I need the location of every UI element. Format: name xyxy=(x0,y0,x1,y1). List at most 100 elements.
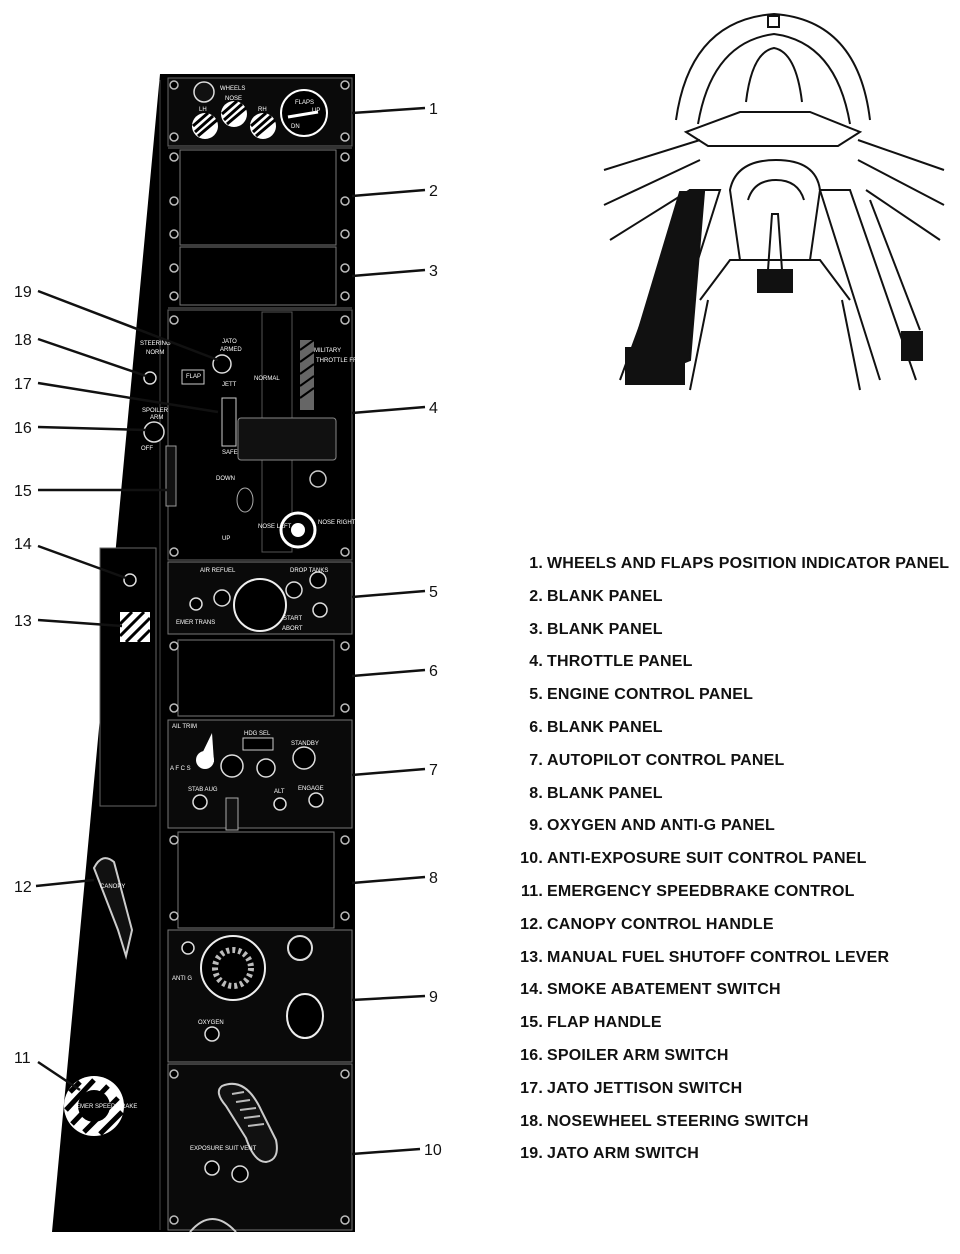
legend-num-16: 16. xyxy=(520,1046,543,1064)
anti-g-valve-small[interactable] xyxy=(181,941,195,955)
leader-6 xyxy=(351,668,426,678)
alt-switch[interactable] xyxy=(273,797,287,811)
throttle-quadrant-hatch xyxy=(300,340,314,410)
legend-num-15: 15. xyxy=(520,1014,543,1032)
spoiler-marking: SPOILER xyxy=(142,408,169,414)
panel-screws xyxy=(169,80,350,1225)
legend-item-6: 6.BLANK PANEL xyxy=(505,712,955,745)
canopy-control-handle[interactable] xyxy=(92,857,134,960)
floor-left xyxy=(699,259,851,301)
callout-13: 13 xyxy=(14,613,32,630)
legend-num-5: 5. xyxy=(529,686,543,704)
drop-tanks-switch[interactable] xyxy=(285,581,303,599)
spoiler-arm-switch[interactable] xyxy=(143,421,165,443)
leader-lines xyxy=(35,106,426,1156)
leader-5 xyxy=(351,589,426,599)
leader-2 xyxy=(351,188,426,198)
fuel-shutoff-lever[interactable] xyxy=(120,612,150,642)
nosewheel-steering-switch[interactable] xyxy=(143,371,157,385)
glare-shield xyxy=(683,111,863,147)
smoke-abatement-switch[interactable] xyxy=(123,573,137,587)
callout-19: 19 xyxy=(14,284,32,301)
standby-marking: STANDBY xyxy=(291,741,319,747)
jato-jettison-switch[interactable] xyxy=(221,397,237,447)
left-console-illustration: WHEELS NOSE LH RH FLAPS UP DN xyxy=(52,74,441,1233)
blank-panel-8 xyxy=(177,831,335,929)
legend-num-8: 8. xyxy=(529,784,543,802)
engine-start-button[interactable] xyxy=(233,578,287,632)
exposure-suit-knob[interactable] xyxy=(231,1165,249,1183)
air-refuel-switch[interactable] xyxy=(213,589,231,607)
legend-text-5: ENGINE CONTROL PANEL xyxy=(547,686,754,704)
lh-marking: LH xyxy=(199,107,207,113)
canopy-frame-inner xyxy=(697,32,851,125)
hdg-sel-knob[interactable] xyxy=(220,754,244,778)
callout-4: 4 xyxy=(429,400,438,417)
leader-8 xyxy=(351,875,426,885)
standby-switch[interactable] xyxy=(292,746,316,770)
nose-marking: NOSE xyxy=(225,96,242,102)
anti-g-valve[interactable] xyxy=(286,993,324,1039)
side-wall-controls: CANOPY EMER SPEED BRAKE xyxy=(64,547,157,1136)
stab-aug-switch[interactable] xyxy=(192,794,208,810)
legend-num-14: 14. xyxy=(520,981,543,999)
legend-text-17: JATO JETTISON SWITCH xyxy=(547,1079,743,1097)
legend-num-19: 19. xyxy=(520,1145,543,1163)
legend-item-7: 7.AUTOPILOT CONTROL PANEL xyxy=(505,745,955,778)
leader-13 xyxy=(37,618,123,628)
callout-10: 10 xyxy=(424,1142,442,1159)
callout-2: 2 xyxy=(429,183,438,200)
legend-num-4: 4. xyxy=(529,653,543,671)
alt-hold-knob[interactable] xyxy=(256,758,276,778)
leader-7 xyxy=(351,767,426,777)
legend-num-12: 12. xyxy=(520,915,543,933)
leader-16 xyxy=(37,425,147,432)
callout-18: 18 xyxy=(14,332,32,349)
legend-item-5: 5.ENGINE CONTROL PANEL xyxy=(505,679,955,712)
legend-num-2: 2. xyxy=(529,587,543,605)
engine-switch-right[interactable] xyxy=(312,602,328,618)
legend-text-9: OXYGEN AND ANTI-G PANEL xyxy=(547,817,776,835)
military-marking: MILITARY xyxy=(314,348,341,354)
left-console-box xyxy=(625,347,685,385)
jato-arm-switch[interactable] xyxy=(212,354,232,374)
engage-switch[interactable] xyxy=(308,792,324,808)
speedbrake-switch[interactable] xyxy=(236,487,254,513)
exposure-marking: EXPOSURE SUIT VENT xyxy=(190,1146,257,1152)
callout-numbers: 1 2 3 4 5 6 7 8 9 10 11 12 13 14 15 16 1… xyxy=(14,101,442,1159)
rudder-pedal-housing xyxy=(757,269,793,293)
blank-panel-6 xyxy=(177,639,335,717)
leader-11 xyxy=(37,1060,81,1092)
start-abort-switch[interactable] xyxy=(309,571,327,589)
legend-text-7: AUTOPILOT CONTROL PANEL xyxy=(547,751,785,769)
autopilot-control-panel: AIL TRIM HDG SEL STANDBY A F C S STAB AU… xyxy=(167,719,353,831)
wheels-marking: WHEELS xyxy=(220,86,245,92)
emer-trans-switch[interactable] xyxy=(189,597,203,611)
legend-text-4: THROTTLE PANEL xyxy=(547,653,693,671)
oxygen-anti-g-panel: OXYGEN ANTI G xyxy=(167,929,353,1063)
legend-item-1: 1.WHEELS AND FLAPS POSITION INDICATOR PA… xyxy=(505,548,955,581)
legend-num-6: 6. xyxy=(529,718,543,736)
control-stick xyxy=(766,213,784,271)
callout-5: 5 xyxy=(429,584,438,601)
throttle-handle[interactable] xyxy=(237,417,337,461)
legend-item-4: 4.THROTTLE PANEL xyxy=(505,646,955,679)
oxygen-marking: OXYGEN xyxy=(198,1020,224,1026)
arm-marking: ARM xyxy=(150,415,163,421)
leader-9 xyxy=(351,994,426,1002)
abort-marking: ABORT xyxy=(282,626,303,632)
exposure-suit-vent-switch[interactable] xyxy=(204,1160,220,1176)
hdg-sel-toggle[interactable] xyxy=(225,797,239,831)
flap-handle[interactable] xyxy=(165,445,177,507)
canopy-marking: CANOPY xyxy=(100,884,125,890)
legend-num-18: 18. xyxy=(520,1112,543,1130)
panel-wheels-flaps: WHEELS NOSE LH RH FLAPS UP DN xyxy=(167,77,353,147)
leader-19 xyxy=(37,289,219,362)
up-marking: UP xyxy=(222,536,230,542)
ail-trim-marking: AIL TRIM xyxy=(172,724,197,730)
oxygen-switch[interactable] xyxy=(204,1026,220,1042)
throttle-friction-knob[interactable] xyxy=(309,470,327,488)
leader-18 xyxy=(37,337,147,378)
legend-num-9: 9. xyxy=(529,817,543,835)
right-console-box xyxy=(901,331,923,361)
